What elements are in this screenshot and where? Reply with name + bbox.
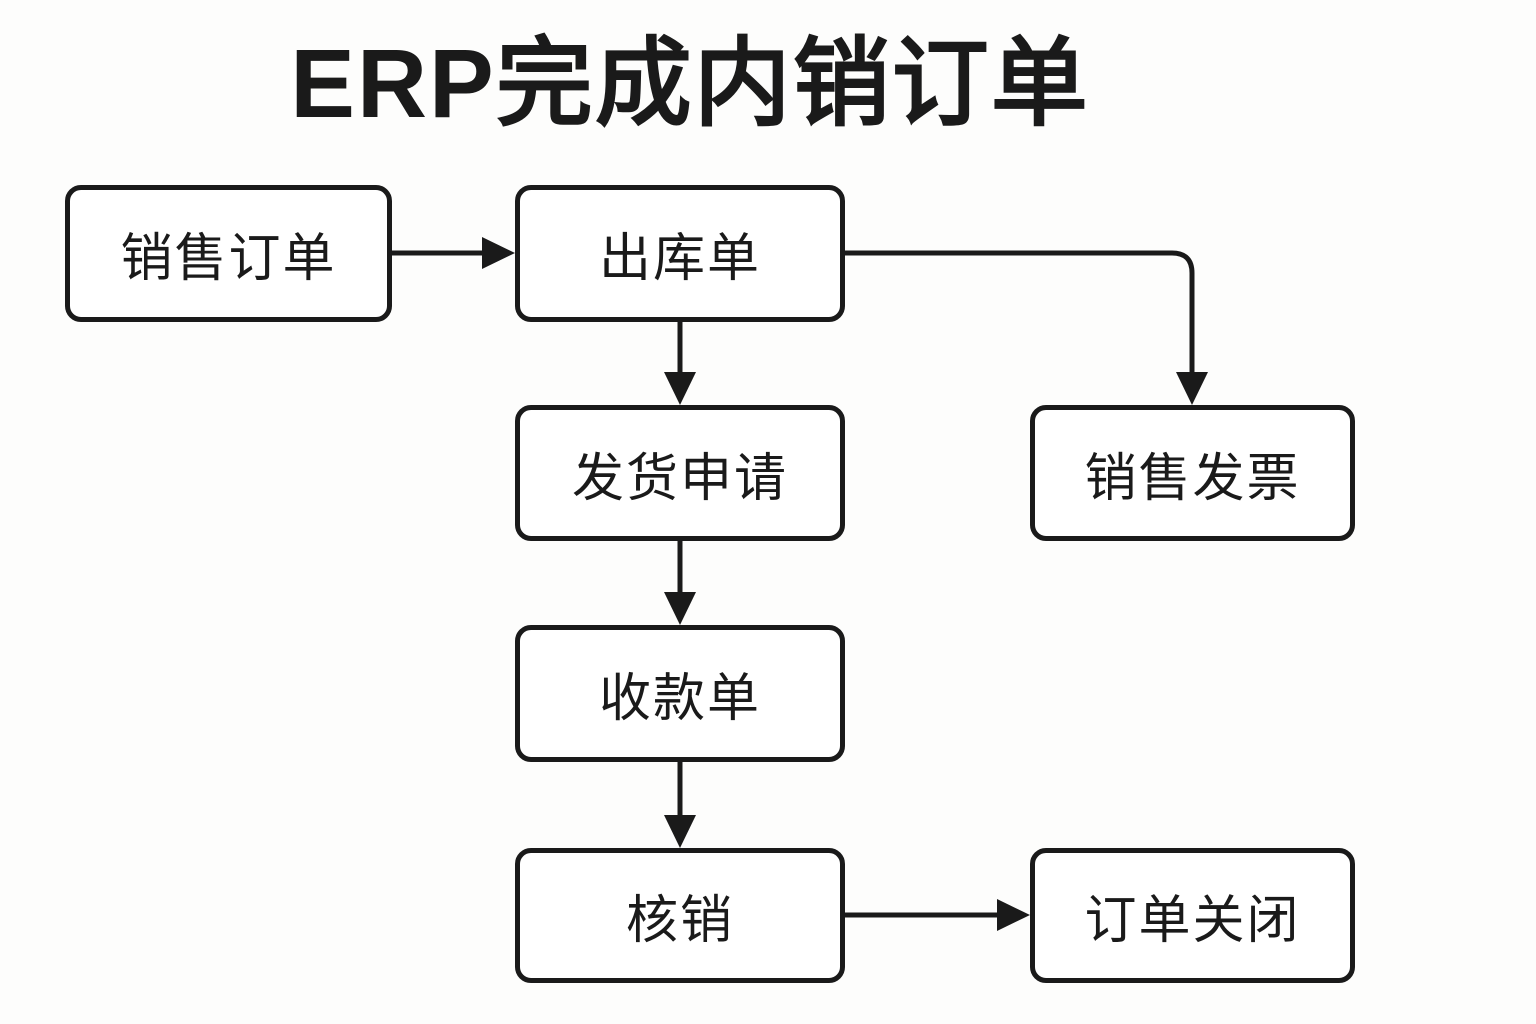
diagram-title: ERP完成内销订单 [290,29,1090,138]
node-write-off-label: 核销 [625,892,734,950]
node-receipt: 收款单 [515,625,845,762]
arrow-shipping-request-to-receipt [664,541,696,625]
arrow-outbound-to-sales-invoice [845,250,1208,405]
arrow-receipt-to-write-off [664,762,696,848]
node-sales-order-label: 销售订单 [120,230,337,288]
node-sales-order: 销售订单 [65,185,392,322]
node-write-off: 核销 [515,848,845,983]
node-order-closed-label: 订单关闭 [1084,892,1301,950]
arrow-outbound-to-shipping-request [664,322,696,405]
arrow-sales-order-to-outbound [392,237,515,269]
node-sales-invoice: 销售发票 [1030,405,1355,541]
node-outbound-order: 出库单 [515,185,845,322]
node-sales-invoice-label: 销售发票 [1084,449,1301,508]
node-outbound-order-label: 出库单 [598,230,761,288]
node-order-closed: 订单关闭 [1030,848,1355,983]
node-shipping-request: 发货申请 [515,405,845,541]
node-shipping-request-label: 发货申请 [571,449,788,508]
node-receipt-label: 收款单 [598,670,761,728]
arrow-write-off-to-order-closed [845,899,1030,931]
